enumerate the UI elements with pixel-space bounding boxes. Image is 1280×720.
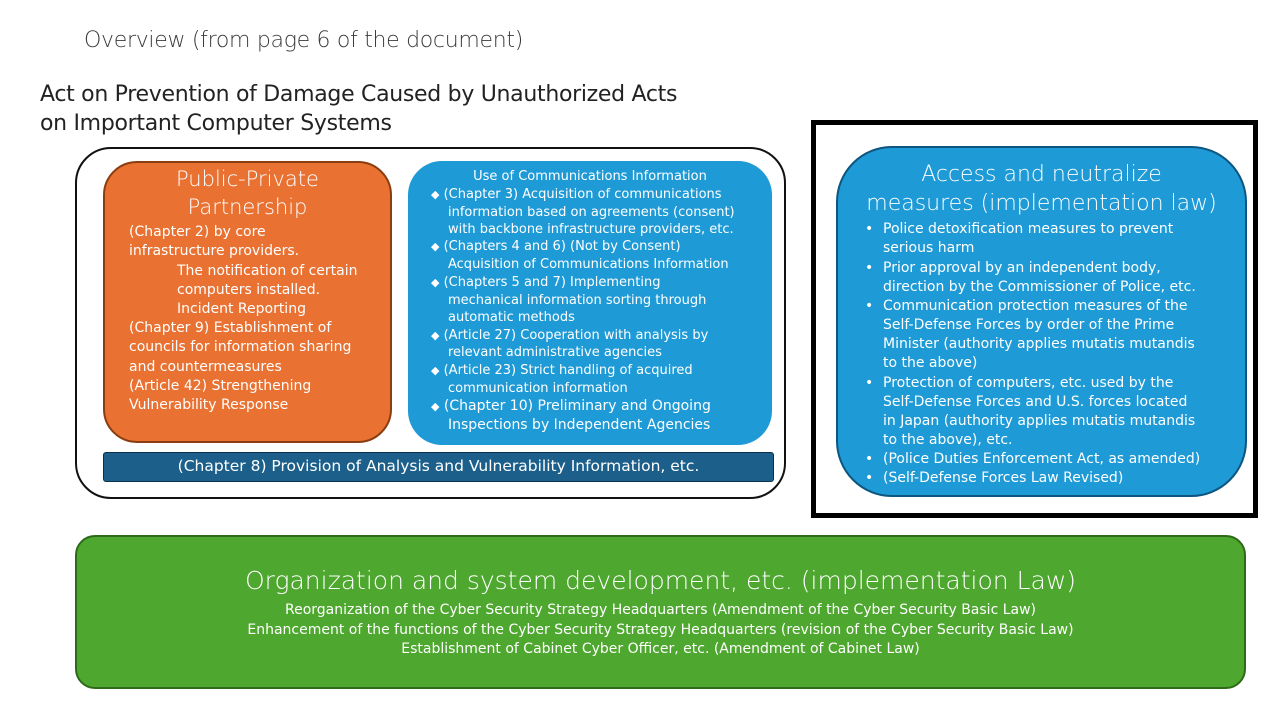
bullet-icon: • — [865, 298, 874, 314]
comm-line: (Chapter 10) Preliminary and Ongoing — [443, 398, 711, 414]
access-line: to the above) — [883, 355, 978, 371]
ppp-line: (Chapter 2) by core — [129, 224, 266, 240]
ppp-line: Vulnerability Response — [129, 397, 289, 413]
access-line: Communication protection measures of the — [883, 298, 1188, 314]
act-title: Act on Prevention of Damage Caused by Un… — [40, 80, 740, 138]
comm-line: relevant administrative agencies — [448, 345, 662, 360]
organization-box: Organization and system development, etc… — [75, 535, 1246, 689]
access-bullet-item: • — [865, 469, 873, 488]
access-highlight-frame — [811, 120, 1258, 518]
access-line: direction by the Commissioner of Police,… — [883, 279, 1196, 295]
access-bullet-item: • — [865, 259, 873, 278]
comm-bullet-item: ◆ (Chapter 3) Acquisition of communicati… — [431, 186, 722, 204]
access-line: Self-Defense Forces and U.S. forces loca… — [883, 394, 1188, 410]
comm-line: (Article 27) Cooperation with analysis b… — [443, 328, 709, 343]
access-line: in Japan (authority applies mutatis muta… — [883, 413, 1196, 429]
ppp-title: Public-Private Partnership — [105, 165, 390, 221]
comm-line: (Chapters 5 and 7) Implementing — [443, 275, 661, 290]
comm-bullet-item: ◆ (Chapters 5 and 7) Implementing — [431, 274, 661, 292]
comm-line: (Chapters 4 and 6) (Not by Consent) — [443, 239, 681, 254]
org-line: Establishment of Cabinet Cyber Officer, … — [401, 641, 920, 657]
bullet-icon: • — [865, 375, 874, 391]
access-line: Prior approval by an independent body, — [883, 260, 1161, 276]
org-line: Enhancement of the functions of the Cybe… — [247, 622, 1074, 638]
access-bullet-item: • — [865, 297, 873, 316]
comm-line: Acquisition of Communications Informatio… — [448, 257, 729, 272]
access-line: Minister (authority applies mutatis muta… — [883, 336, 1195, 352]
diamond-bullet-icon: ◆ — [431, 240, 440, 253]
access-bullet-item: • — [865, 450, 873, 469]
public-private-partnership-box: Public-Private Partnership (Chapter 2) b… — [103, 161, 392, 443]
access-bullet-item: • — [865, 220, 873, 239]
chapter-8-bar: (Chapter 8) Provision of Analysis and Vu… — [103, 452, 774, 482]
comm-bullet-item: ◆ (Article 27) Cooperation with analysis… — [431, 327, 708, 345]
communications-information-box: Use of Communications Information ◆ (Cha… — [408, 161, 772, 445]
diamond-bullet-icon: ◆ — [431, 364, 440, 377]
ppp-line: councils for information sharing — [129, 339, 352, 355]
diamond-bullet-icon: ◆ — [431, 188, 440, 201]
ppp-title-line-1: Public-Private — [176, 167, 319, 191]
access-line: serious harm — [883, 240, 975, 256]
access-title-line-1: Access and neutralize — [921, 162, 1162, 187]
comm-line: (Chapter 3) Acquisition of communication… — [443, 187, 722, 202]
comm-line: information based on agreements (consent… — [448, 205, 735, 220]
access-line: (Self-Defense Forces Law Revised) — [883, 470, 1124, 486]
access-line: Self-Defense Forces by order of the Prim… — [883, 317, 1175, 333]
bullet-icon: • — [865, 260, 874, 276]
ppp-line: (Chapter 9) Establishment of — [129, 320, 332, 336]
comm-line: Inspections by Independent Agencies — [448, 417, 711, 433]
org-line: Reorganization of the Cyber Security Str… — [284, 602, 1037, 618]
access-bullet-item: • — [865, 374, 873, 393]
comm-line: with backbone infrastructure providers, … — [448, 222, 734, 237]
access-neutralize-box: Access and neutralize measures (implemen… — [836, 146, 1247, 497]
diamond-bullet-icon: ◆ — [431, 400, 440, 413]
diamond-bullet-icon: ◆ — [431, 329, 440, 342]
page-title: Overview (from page 6 of the document) — [84, 28, 523, 53]
act-title-line-2: on Important Computer Systems — [40, 111, 392, 136]
comm-line: automatic methods — [448, 310, 575, 325]
ppp-line: The notification of certain — [177, 263, 358, 279]
access-line: Protection of computers, etc. used by th… — [883, 375, 1174, 391]
comm-bullet-item: ◆ (Chapters 4 and 6) (Not by Consent) — [431, 238, 681, 256]
act-title-line-1: Act on Prevention of Damage Caused by Un… — [40, 82, 678, 107]
comm-title: Use of Communications Information — [473, 169, 707, 184]
comm-line: mechanical information sorting through — [448, 293, 707, 308]
bullet-icon: • — [865, 221, 874, 237]
access-line: to the above), etc. — [883, 432, 1013, 448]
diamond-bullet-icon: ◆ — [431, 276, 440, 289]
access-line: (Police Duties Enforcement Act, as amend… — [883, 451, 1201, 467]
bullet-icon: • — [865, 451, 874, 467]
ppp-line: and countermeasures — [129, 359, 282, 375]
ppp-line: Incident Reporting — [177, 301, 306, 317]
comm-bullet-item: ◆ (Article 23) Strict handling of acquir… — [431, 362, 693, 380]
ppp-line: computers installed. — [177, 282, 321, 298]
ppp-title-line-2: Partnership — [187, 195, 308, 219]
comm-bullet-item: ◆ (Chapter 10) Preliminary and Ongoing — [431, 398, 711, 416]
org-title: Organization and system development, etc… — [244, 566, 1077, 595]
access-line: Police detoxification measures to preven… — [883, 221, 1174, 237]
bullet-icon: • — [865, 470, 874, 486]
ppp-line: infrastructure providers. — [129, 243, 300, 259]
access-title: Access and neutralize measures (implemen… — [838, 160, 1245, 218]
comm-line: communication information — [448, 381, 628, 396]
comm-line: (Article 23) Strict handling of acquired — [443, 363, 693, 378]
access-title-line-2: measures (implementation law) — [866, 191, 1217, 216]
ppp-line: (Article 42) Strengthening — [129, 378, 312, 394]
